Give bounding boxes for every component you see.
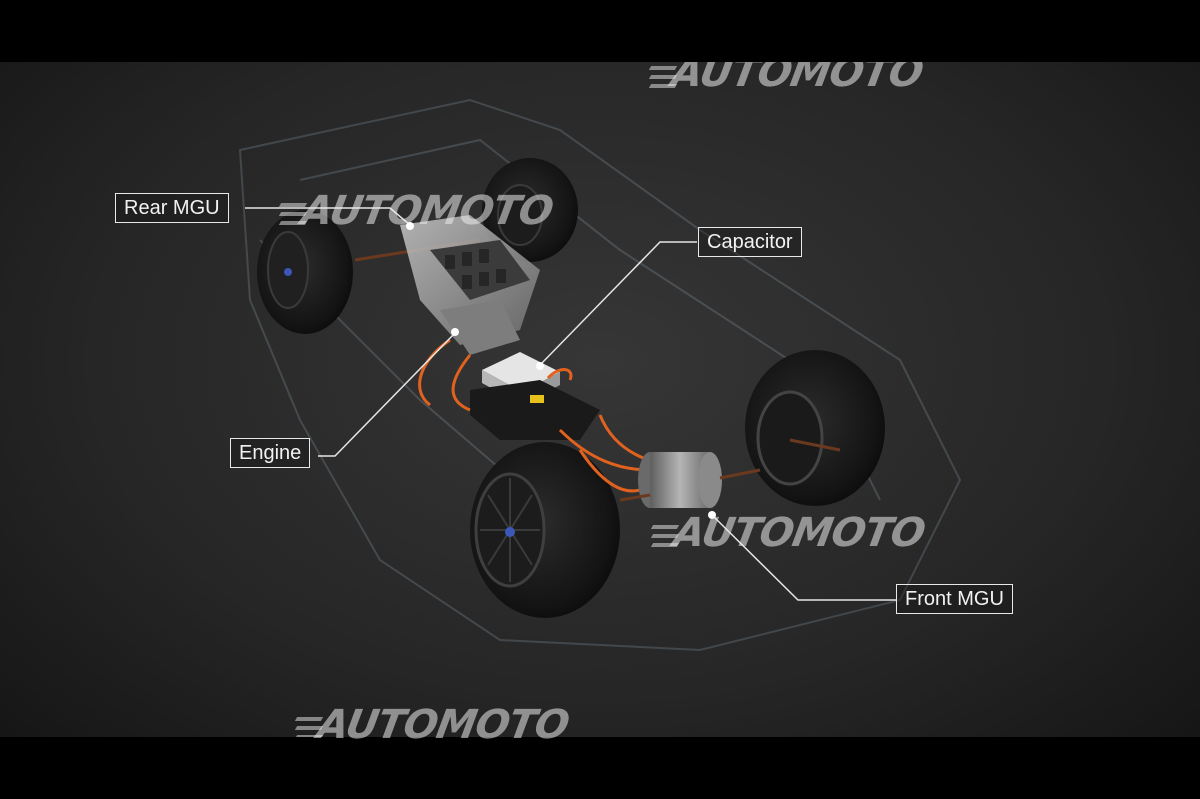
leader-line-front-mgu	[711, 514, 897, 601]
rear-left-wheel	[257, 210, 353, 334]
rear-right-wheel	[482, 158, 578, 262]
leader-line-rear-mgu	[245, 207, 411, 226]
watermark-text: AUTOMOTO	[297, 188, 557, 234]
leader-lines	[245, 207, 897, 601]
engine-block	[400, 215, 540, 355]
leader-dots	[406, 222, 716, 519]
watermark-text: AUTOMOTO	[669, 510, 929, 556]
label-engine: Engine	[230, 438, 311, 468]
leader-line-engine	[318, 332, 456, 457]
front-left-wheel	[470, 442, 620, 618]
front-right-wheel	[745, 350, 885, 506]
label-rear-mgu: Rear MGU	[115, 193, 229, 223]
capacitor-unit	[470, 352, 600, 440]
letterbox-bottom	[0, 737, 1200, 799]
letterbox-top	[0, 0, 1200, 62]
watermark-text: AUTOMOTO	[313, 702, 573, 748]
label-front-mgu: Front MGU	[896, 584, 1013, 614]
front-mgu-unit	[619, 452, 761, 508]
leader-line-capacitor	[539, 241, 697, 366]
label-capacitor: Capacitor	[698, 227, 802, 257]
